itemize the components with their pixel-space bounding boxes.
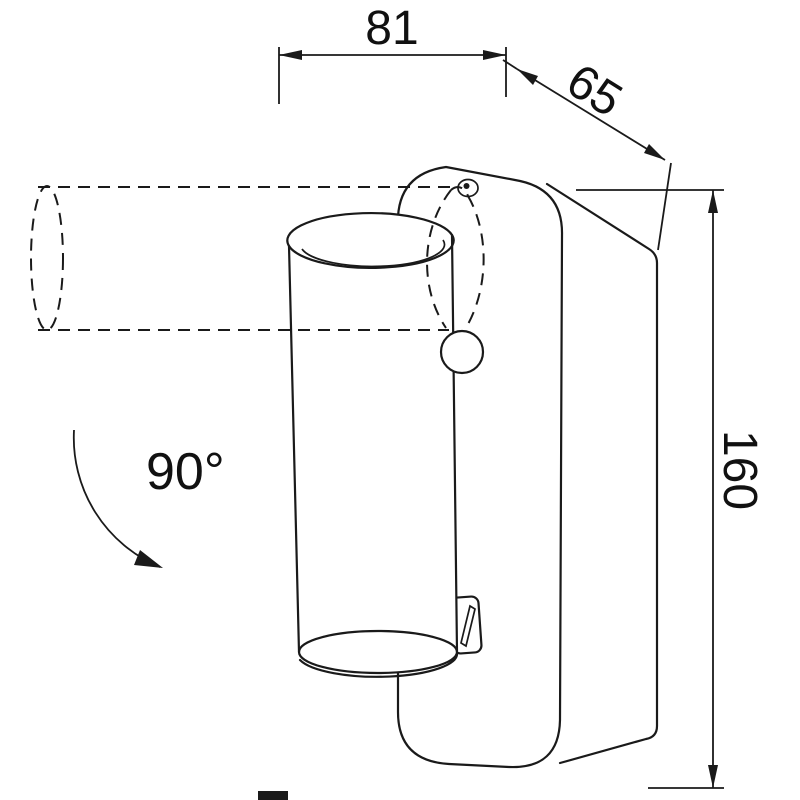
depth-arrowhead-end	[644, 144, 665, 160]
height-arrowhead-top	[708, 190, 718, 213]
width-arrowhead-left	[279, 50, 302, 60]
lamp-cylinder	[286, 212, 485, 678]
rotated-rim-curve-left	[426, 189, 452, 329]
rotation-arrowhead	[134, 550, 163, 568]
plate-side-face	[545, 182, 659, 765]
cylinder-top-inner-rim	[301, 239, 446, 268]
rotation-annotation: 90°	[72, 429, 225, 568]
dimension-width: 81	[278, 2, 507, 104]
dimension-width-value: 81	[365, 2, 418, 55]
dimension-height: 160	[576, 189, 766, 789]
pivot-knob	[439, 329, 485, 375]
switch-lever	[460, 604, 476, 648]
rotated-rim-curve-top	[450, 186, 469, 197]
cylinder-body	[286, 212, 459, 675]
depth-extension-line-end	[657, 162, 672, 251]
mounting-hole-center	[463, 183, 470, 189]
cylinder-bottom-back-rim	[297, 629, 459, 654]
dimension-height-value: 160	[713, 430, 766, 510]
partial-logo-mark	[258, 791, 288, 800]
cylinder-top-front-rim	[287, 233, 455, 269]
width-arrowhead-right	[483, 50, 506, 60]
dimension-depth-value: 65	[558, 54, 631, 127]
cylinder-bottom-trim-ring	[298, 651, 459, 678]
rotated-position-outline	[30, 185, 485, 331]
depth-dimension-line	[516, 68, 666, 161]
height-arrowhead-bottom	[708, 765, 718, 788]
depth-extension-line-start	[502, 59, 518, 70]
toggle-switch	[449, 595, 483, 655]
rotated-rim-curve-right	[466, 195, 485, 327]
rotated-end-ellipse	[30, 185, 64, 331]
depth-arrowhead-start	[517, 69, 538, 85]
rotation-angle-value: 90°	[146, 443, 225, 501]
plate-side-outline	[545, 182, 659, 765]
